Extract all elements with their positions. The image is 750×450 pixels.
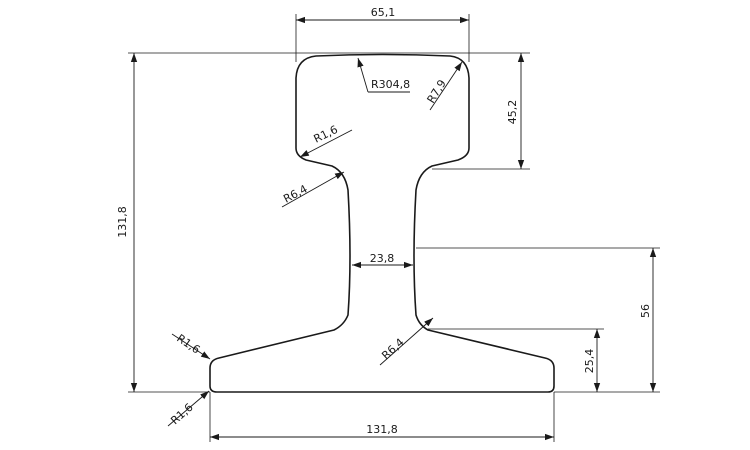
head-underside-radius-leader: [299, 129, 353, 158]
web-thickness-label: 23,8: [370, 252, 395, 265]
overall-height-label: 131,8: [116, 206, 129, 238]
head-height-label: 45,2: [506, 100, 519, 125]
web-height-label: 56: [639, 304, 652, 318]
foot-bottom-edge-radius-leader: [167, 390, 210, 427]
head-width-label: 65,1: [371, 6, 396, 19]
rail-cross-section: [209, 53, 555, 393]
foot-top-edge-radius-label: R1,6: [174, 332, 202, 357]
foot-height-label: 25,4: [583, 349, 596, 374]
upper-fillet-radius-label: R6,4: [281, 182, 309, 205]
upper-fillet-radius-leader: [281, 171, 345, 208]
foot-top-edge-radius-leader: [171, 333, 211, 360]
head-corner-radius-leader: [429, 61, 463, 111]
lower-fillet-radius-leader: [379, 317, 434, 366]
crown-radius-label: R304,8: [371, 78, 410, 91]
crown-radius-leader-arrow: [357, 57, 369, 93]
foot-bottom-edge-radius-label: R1,6: [168, 401, 195, 427]
foot-width-label: 131,8: [366, 423, 398, 436]
